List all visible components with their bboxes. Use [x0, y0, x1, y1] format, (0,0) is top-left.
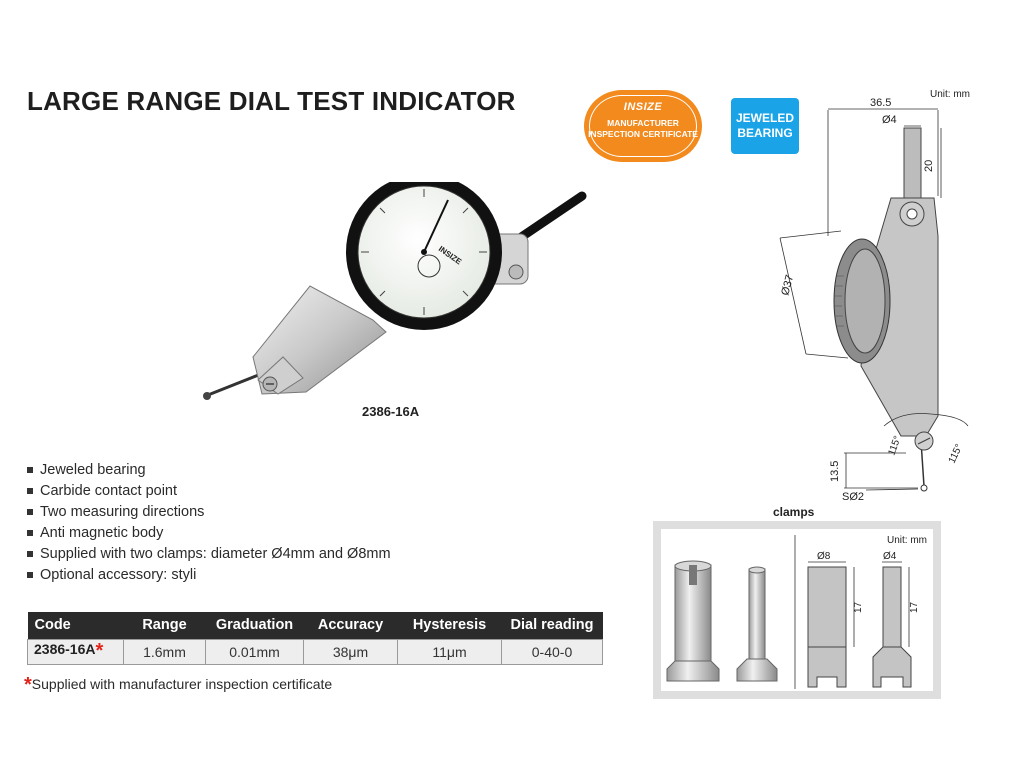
cell-hysteresis: 11μm: [397, 638, 502, 665]
badge-line-2: INSPECTION CERTIFICATE: [588, 129, 698, 139]
dim-width-label: 36.5: [870, 97, 891, 109]
jewel-badge-line-1: JEWELED: [735, 111, 794, 125]
drawing-unit-label: Unit: mm: [930, 89, 970, 100]
dim-dial-diameter-label: Ø37: [779, 274, 796, 297]
bullet-square-icon: [27, 509, 33, 515]
bullet-square-icon: [27, 551, 33, 557]
clamps-title: clamps: [773, 505, 815, 519]
clamps-drawing: Unit: mm Ø8 17 Ø4 17: [666, 535, 927, 689]
cell-range: 1.6mm: [123, 638, 206, 665]
feature-item: Optional accessory: styli: [27, 565, 391, 586]
cell-code: 2386-16A*: [27, 638, 124, 665]
footnote-text: Supplied with manufacturer inspection ce…: [31, 676, 333, 692]
angle-right-label: 115°: [947, 443, 965, 466]
header-accuracy: Accuracy: [303, 612, 398, 639]
clamp-small-diameter-label: Ø4: [883, 551, 897, 562]
bullet-square-icon: [27, 572, 33, 578]
feature-item: Carbide contact point: [27, 481, 391, 502]
inspection-certificate-badge: INSIZE MANUFACTURER INSPECTION CERTIFICA…: [584, 90, 702, 162]
feature-list: Jeweled bearing Carbide contact point Tw…: [27, 460, 391, 586]
clamps-unit-label: Unit: mm: [887, 535, 927, 546]
header-hysteresis: Hysteresis: [397, 612, 502, 639]
feature-item: Anti magnetic body: [27, 523, 391, 544]
table-row: 2386-16A* 1.6mm 0.01mm 38μm 11μm 0-40-0: [27, 638, 603, 665]
cell-dial-reading: 0-40-0: [501, 638, 603, 665]
header-dial-reading: Dial reading: [501, 612, 603, 639]
dim-ball-label: SØ2: [842, 491, 864, 501]
angle-left-label: 115°: [886, 435, 903, 458]
spec-table: Code Range Graduation Accuracy Hysteresi…: [27, 612, 603, 665]
dial-indicator-illustration: INSIZE: [203, 182, 587, 400]
badge-line-1: MANUFACTURER: [607, 118, 679, 128]
clamp-large-diameter-label: Ø8: [817, 551, 831, 562]
bullet-square-icon: [27, 467, 33, 473]
feature-item: Two measuring directions: [27, 502, 391, 523]
asterisk-mark: *: [24, 674, 32, 696]
header-code: Code: [27, 612, 124, 639]
jeweled-bearing-badge: JEWELED BEARING: [731, 98, 799, 154]
dimension-drawing: Unit: mm 36.5 Ø4 20 Ø37 115° 115° 13.5 S…: [779, 89, 970, 501]
footnote: *Supplied with manufacturer inspection c…: [24, 674, 332, 697]
header-graduation: Graduation: [205, 612, 304, 639]
bullet-square-icon: [27, 488, 33, 494]
feature-item: Jeweled bearing: [27, 460, 391, 481]
insize-logo: INSIZE: [623, 101, 663, 113]
dim-tip-height-label: 13.5: [829, 461, 841, 482]
bullet-square-icon: [27, 530, 33, 536]
feature-item: Supplied with two clamps: diameter Ø4mm …: [27, 544, 391, 565]
cell-graduation: 0.01mm: [205, 638, 304, 665]
dim-stem-diameter-label: Ø4: [882, 114, 897, 126]
product-model-label: 2386-16A: [362, 404, 420, 419]
header-range: Range: [123, 612, 206, 639]
page-title: LARGE RANGE DIAL TEST INDICATOR: [27, 86, 516, 116]
cell-accuracy: 38μm: [303, 638, 398, 665]
clamp-large-length-label: 17: [853, 601, 864, 613]
asterisk-mark: *: [95, 640, 104, 662]
jewel-badge-line-2: BEARING: [737, 126, 793, 140]
spec-table-header-row: Code Range Graduation Accuracy Hysteresi…: [27, 612, 603, 639]
dim-stem-length-label: 20: [923, 160, 935, 172]
clamp-small-length-label: 17: [909, 601, 920, 613]
